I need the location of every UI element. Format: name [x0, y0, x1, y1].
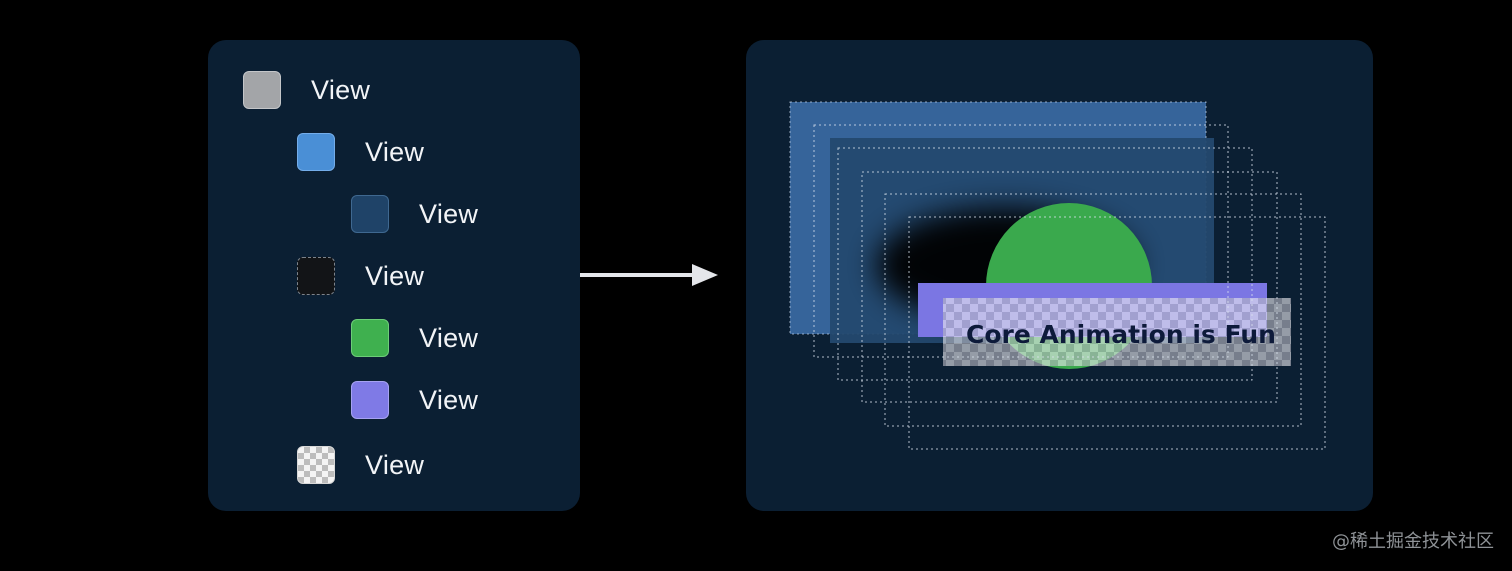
right-arrow-icon	[580, 264, 718, 286]
tree-row-root: View	[243, 70, 370, 110]
tree-row-label: View	[365, 136, 425, 167]
navy-swatch-icon	[351, 195, 389, 233]
checkerboard-swatch-icon	[297, 446, 335, 484]
tree-row-green: View	[351, 318, 478, 358]
composite-caption: Core Animation is Fun	[966, 320, 1276, 349]
tree-row-container: View	[297, 256, 424, 296]
composite-illustration: Core Animation is Fun	[789, 101, 1326, 450]
gray-swatch-icon	[243, 71, 281, 109]
dashed-swatch-icon	[297, 257, 335, 295]
blue-swatch-icon	[297, 133, 335, 171]
watermark: @稀土掘金技术社区	[1332, 531, 1494, 552]
tree-row-purple: View	[351, 380, 478, 420]
tree-row-blue: View	[297, 132, 424, 172]
checkerboard-layer	[943, 298, 1291, 366]
tree-row-label: View	[419, 384, 479, 415]
tree-row-label: View	[365, 260, 425, 291]
view-hierarchy-panel: View View View View View View View	[208, 40, 580, 511]
green-swatch-icon	[351, 319, 389, 357]
tree-row-label: View	[365, 449, 425, 480]
tree-row-label: View	[311, 74, 371, 105]
purple-swatch-icon	[351, 381, 389, 419]
tree-row-navy: View	[351, 194, 478, 234]
tree-row-label: View	[419, 322, 479, 353]
tree-row-label: View	[419, 198, 479, 229]
composite-panel: Core Animation is Fun	[746, 40, 1373, 511]
tree-row-checker: View	[297, 445, 424, 485]
